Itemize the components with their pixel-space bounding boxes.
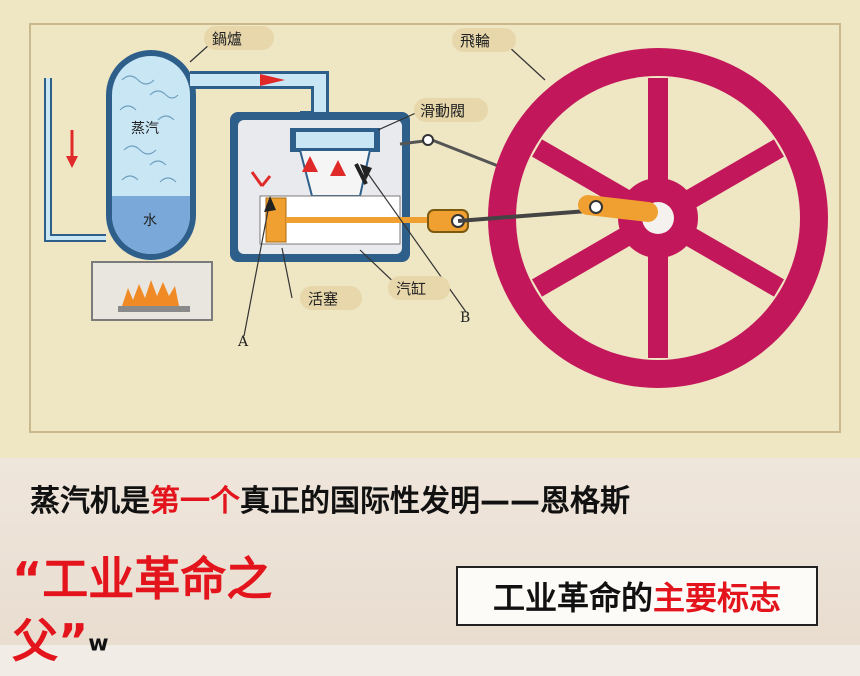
label-slide-valve: 滑動閥: [420, 102, 466, 120]
label-b: B: [460, 310, 471, 326]
engels-quote: 蒸汽机是第一个真正的国际性发明——恩格斯: [30, 476, 630, 520]
label-piston: 活塞: [308, 290, 339, 308]
label-cylinder: 汽缸: [396, 280, 427, 298]
label-steam: 蒸汽: [131, 121, 159, 137]
main-symbol-box: 工业革命的主要标志: [456, 566, 818, 626]
label-water: 水: [143, 213, 157, 229]
quote-part-1: 蒸汽机是: [30, 484, 150, 519]
slogan-text: “工业革命之父”: [12, 552, 273, 668]
steam-engine-diagram: 鍋爐 飛輪 滑動閥 蒸汽 水 活塞 汽缸 A B: [0, 0, 860, 458]
boiler-shape: [106, 50, 196, 260]
quote-part-3: 真正的国际性发明——恩格斯: [240, 484, 630, 519]
cylinder-housing: [230, 112, 436, 262]
slogan-suffix: w: [88, 631, 109, 657]
fire-icon: [118, 280, 190, 312]
flywheel: [488, 48, 828, 388]
label-boiler: 鍋爐: [212, 30, 243, 48]
label-a: A: [238, 334, 249, 350]
diagram-svg: [29, 23, 841, 433]
box-highlight: 主要标志: [653, 579, 782, 617]
slogan-father-of-industrial-revolution: “工业革命之父”w: [12, 548, 342, 676]
box-part-1: 工业革命的: [492, 579, 653, 617]
quote-highlight: 第一个: [150, 484, 240, 519]
label-flywheel: 飛輪: [460, 32, 491, 50]
